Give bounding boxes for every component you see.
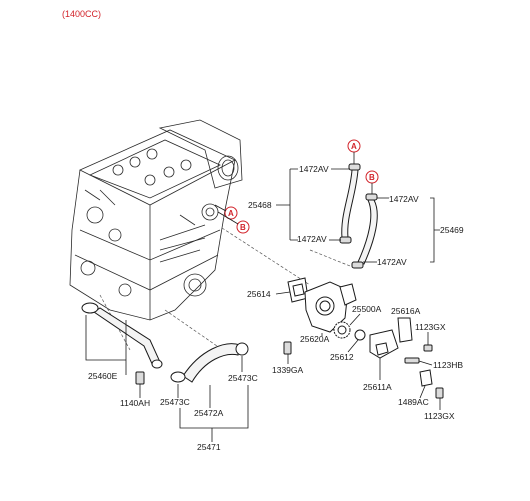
callout-b-hose: B [365, 170, 379, 184]
clip-1489ac [419, 369, 433, 387]
bolt-1123gx-upper [423, 338, 433, 352]
clamp-1472av-top [348, 163, 361, 171]
label-25620a: 25620A [300, 334, 330, 344]
label-1123gx-2: 1123GX [424, 411, 455, 421]
pipe-oring [81, 302, 99, 314]
label-25611a: 25611A [363, 382, 392, 392]
water-outlet-25620a [304, 281, 357, 333]
label-25612: 25612 [330, 352, 354, 362]
label-1123hb: 1123HB [433, 360, 463, 370]
bolt-1123hb [404, 357, 420, 364]
svg-text:A: A [228, 209, 234, 218]
hose-25472a [170, 342, 249, 383]
gasket-25612 [354, 329, 366, 341]
svg-text:B: B [240, 223, 246, 232]
bolt-1339ga [283, 341, 292, 355]
label-25460e: 25460E [88, 371, 118, 381]
label-25469: 25469 [440, 225, 464, 235]
clamp-25473c-right [235, 342, 249, 356]
label-1472av-4: 1472AV [377, 257, 407, 267]
diagram-title: (1400CC) [62, 9, 101, 19]
label-1339ga: 1339GA [272, 365, 304, 375]
svg-text:B: B [369, 173, 375, 182]
label-25468: 25468 [248, 200, 272, 210]
gasket-25614 [287, 277, 309, 303]
bolt-1140ah [135, 371, 145, 385]
label-25616a: 25616A [391, 306, 421, 316]
label-25473c-2: 25473C [228, 373, 258, 383]
label-1123gx-1: 1123GX [415, 322, 446, 332]
cam-bumps [112, 148, 192, 186]
clamp-25473c-left [170, 371, 186, 383]
pipe-25460e [81, 302, 163, 369]
bolt-1123gx-lower [435, 387, 444, 399]
dash-line-thermo [221, 227, 311, 286]
label-1472av-2: 1472AV [297, 234, 327, 244]
dash-line-bypass [309, 249, 356, 269]
hose-25469 [351, 193, 378, 269]
engine-assembly [69, 119, 243, 321]
label-1140ah: 1140AH [120, 398, 150, 408]
label-1472av-1: 1472AV [299, 164, 329, 174]
hose-25468 [339, 163, 361, 244]
label-25473c-1: 25473C [160, 397, 190, 407]
housing-25611a [369, 329, 399, 359]
clamp-1472av-bottom [339, 236, 352, 244]
label-1489ac: 1489AC [398, 397, 429, 407]
clamp-1472av-lower [351, 261, 364, 269]
label-25500a: 25500A [352, 304, 382, 314]
sensor-25616a [397, 317, 413, 343]
label-25471: 25471 [197, 442, 221, 452]
callout-a-hose: A [347, 139, 361, 153]
svg-text:A: A [351, 142, 357, 151]
label-1472av-3: 1472AV [389, 194, 419, 204]
clamp-1472av-upper [365, 193, 378, 201]
thermostat-25500a [333, 321, 351, 339]
label-25614: 25614 [247, 289, 271, 299]
engine-callout-a: A [224, 206, 238, 220]
engine-callout-b: B [236, 220, 250, 234]
label-25472a: 25472A [194, 408, 224, 418]
